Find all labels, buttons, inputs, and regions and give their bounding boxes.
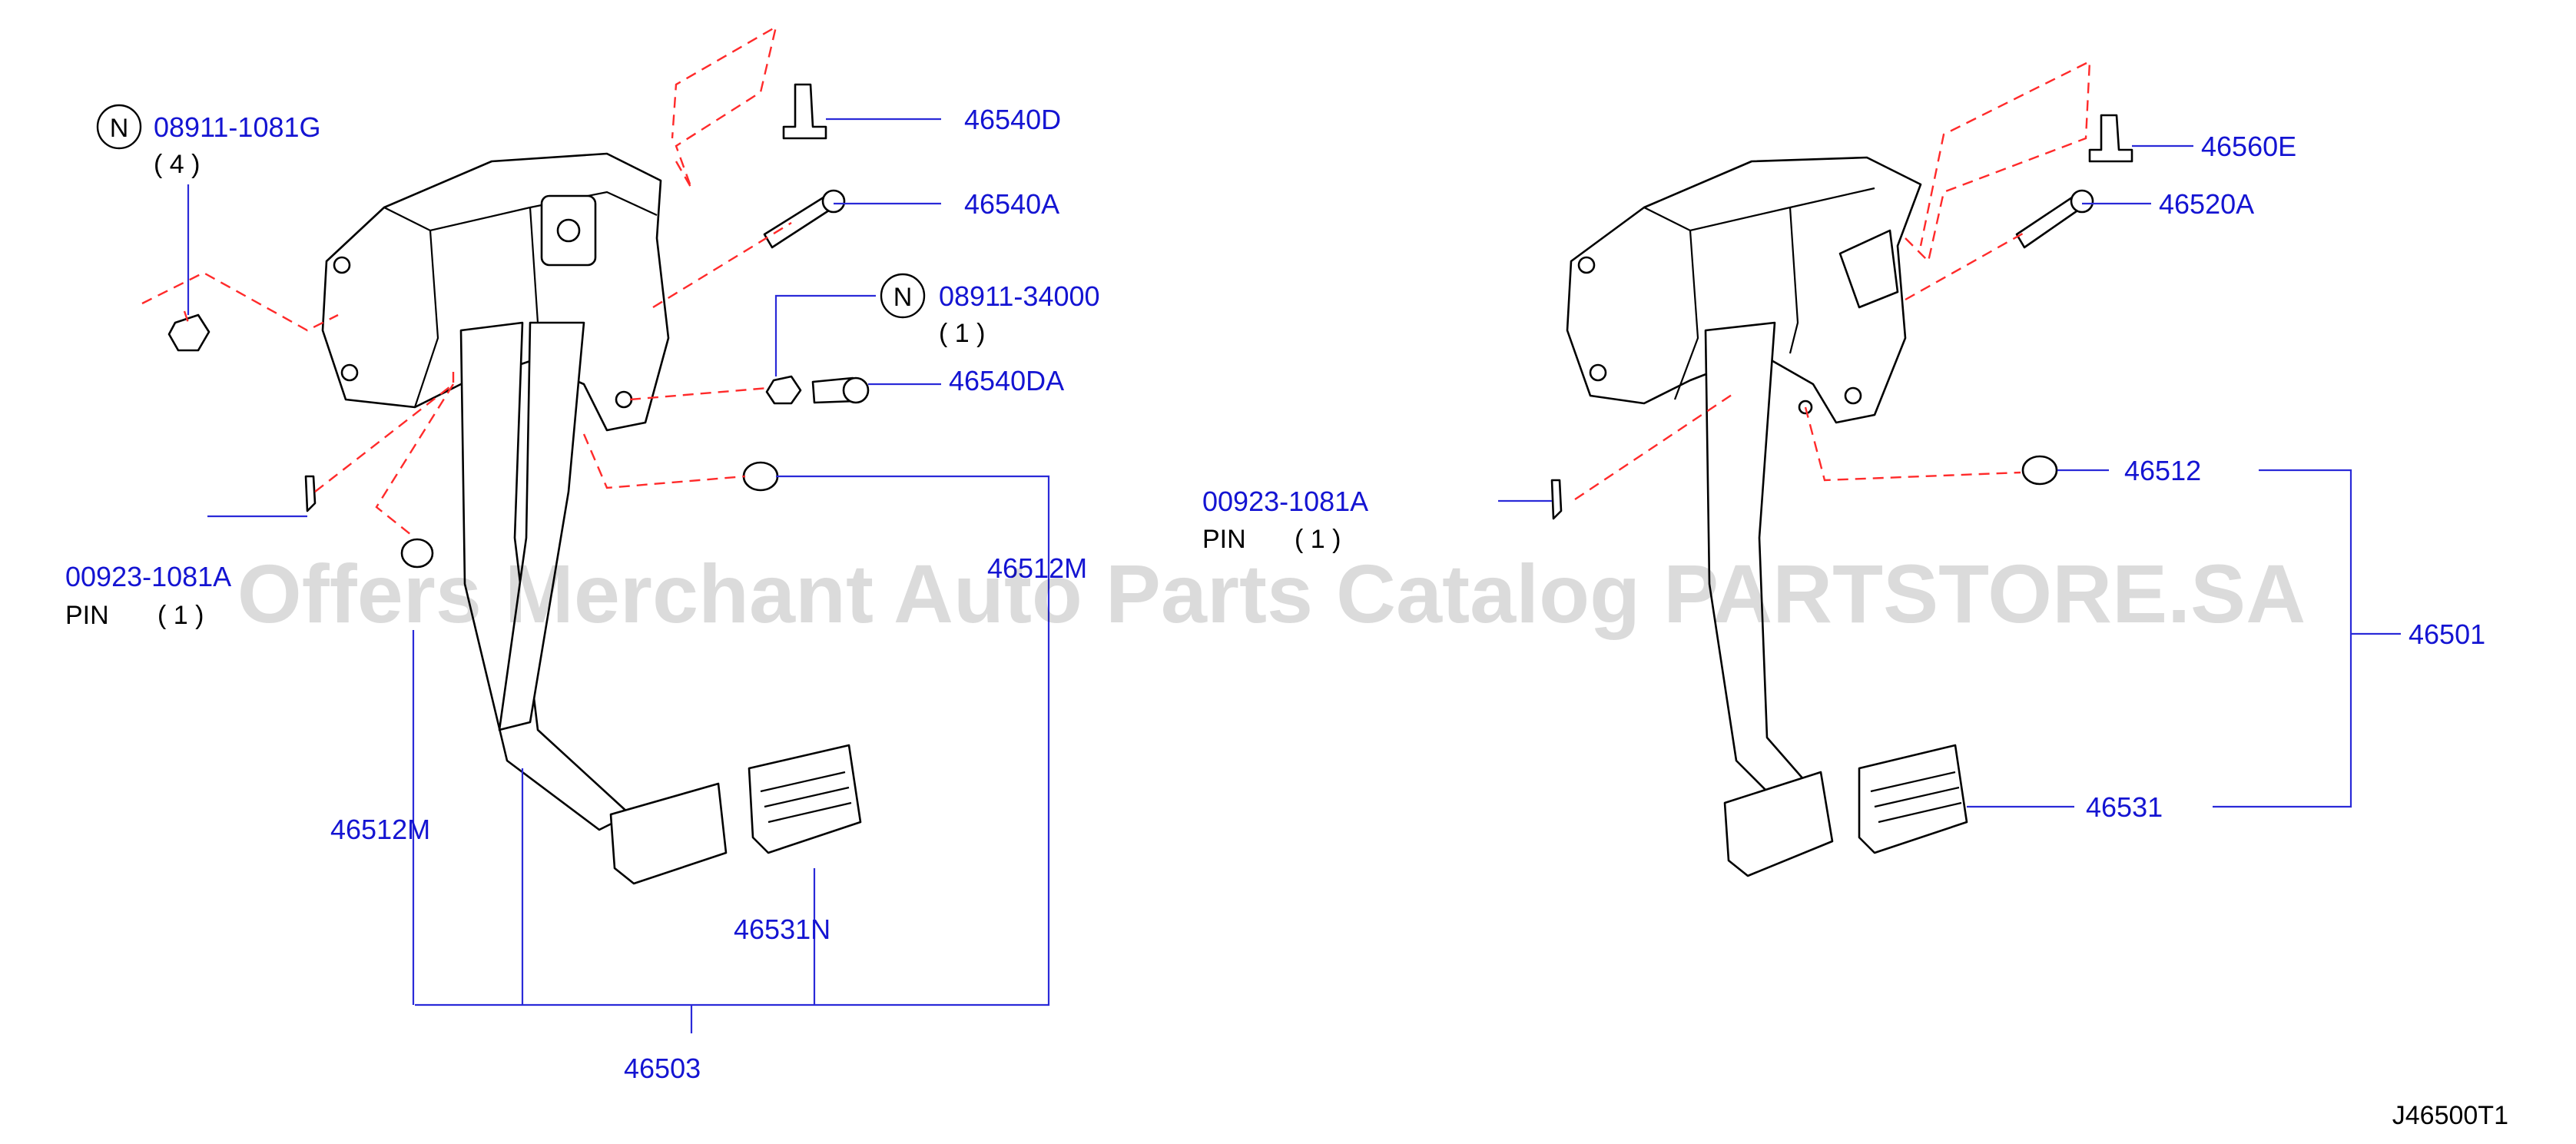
label-46503[interactable]: 46503 <box>624 1053 701 1084</box>
right-pedal-pad-a <box>1723 771 1834 877</box>
label-46540d[interactable]: 46540D <box>964 104 1061 135</box>
label-46512m-right[interactable]: 46512M <box>987 552 1087 584</box>
right-switch <box>1838 229 1899 309</box>
left-stopper-46512m-left <box>400 538 434 569</box>
left-stopper-46512m-right <box>742 461 779 492</box>
qty-08911-34000: ( 1 ) <box>939 319 985 348</box>
label-08911-34000[interactable]: 08911-34000 <box>939 280 1100 312</box>
left-new-part-badge-2 <box>880 273 926 319</box>
left-clutch-pedal-arm <box>498 321 585 731</box>
left-new-part-badge-1 <box>96 104 142 150</box>
label-46512[interactable]: 46512 <box>2124 455 2201 486</box>
right-bolt-46560e <box>2088 114 2133 163</box>
left-pedal-assembly: N N 08911-1081G ( 4 ) 46540D 46540A 0891… <box>65 25 1100 1084</box>
left-clutch-pedal-pad <box>748 744 862 854</box>
label-00923-1081a-left[interactable]: 00923-1081A <box>65 561 231 592</box>
label-46540da[interactable]: 46540DA <box>949 365 1064 396</box>
qty-pin-right: ( 1 ) <box>1295 525 1341 554</box>
left-badge-2-text: N <box>893 283 913 312</box>
label-46540a[interactable]: 46540A <box>964 188 1059 220</box>
label-46501[interactable]: 46501 <box>2409 618 2485 650</box>
label-46531n[interactable]: 46531N <box>734 914 830 945</box>
left-nut-08911-1081g <box>167 313 211 352</box>
label-46512m-left[interactable]: 46512M <box>330 814 430 845</box>
label-pin-left: PIN <box>65 601 109 630</box>
right-pedal-pad-b <box>1858 744 1968 854</box>
right-pedal-assembly: 46560E 46520A 00923-1081A PIN ( 1 ) 4651… <box>1202 60 2485 877</box>
label-08911-1081g[interactable]: 08911-1081G <box>154 111 321 143</box>
label-00923-1081a-right[interactable]: 00923-1081A <box>1202 486 1368 517</box>
right-pin-00923-1081a <box>1550 479 1563 520</box>
label-46560e[interactable]: 46560E <box>2201 131 2296 162</box>
label-46520a[interactable]: 46520A <box>2159 188 2254 220</box>
right-pedal-bracket <box>1566 156 1922 424</box>
left-badge-1-text: N <box>110 114 129 143</box>
right-stopper-46512 <box>2021 455 2058 486</box>
qty-pin-left: ( 1 ) <box>157 601 204 630</box>
label-46531[interactable]: 46531 <box>2086 791 2163 823</box>
left-pin-00923-1081a <box>304 475 317 512</box>
left-brake-pedal-pad <box>609 782 728 885</box>
label-pin-right: PIN <box>1202 525 1246 554</box>
left-nut-08911-34000 <box>765 375 802 405</box>
watermark-text: Offers Merchant Auto Parts Catalog PARTS… <box>237 547 2306 640</box>
qty-08911-1081g: ( 4 ) <box>154 150 200 179</box>
left-bolt-46540d <box>782 83 827 140</box>
diagram-code: J46500T1 <box>2392 1101 2508 1130</box>
